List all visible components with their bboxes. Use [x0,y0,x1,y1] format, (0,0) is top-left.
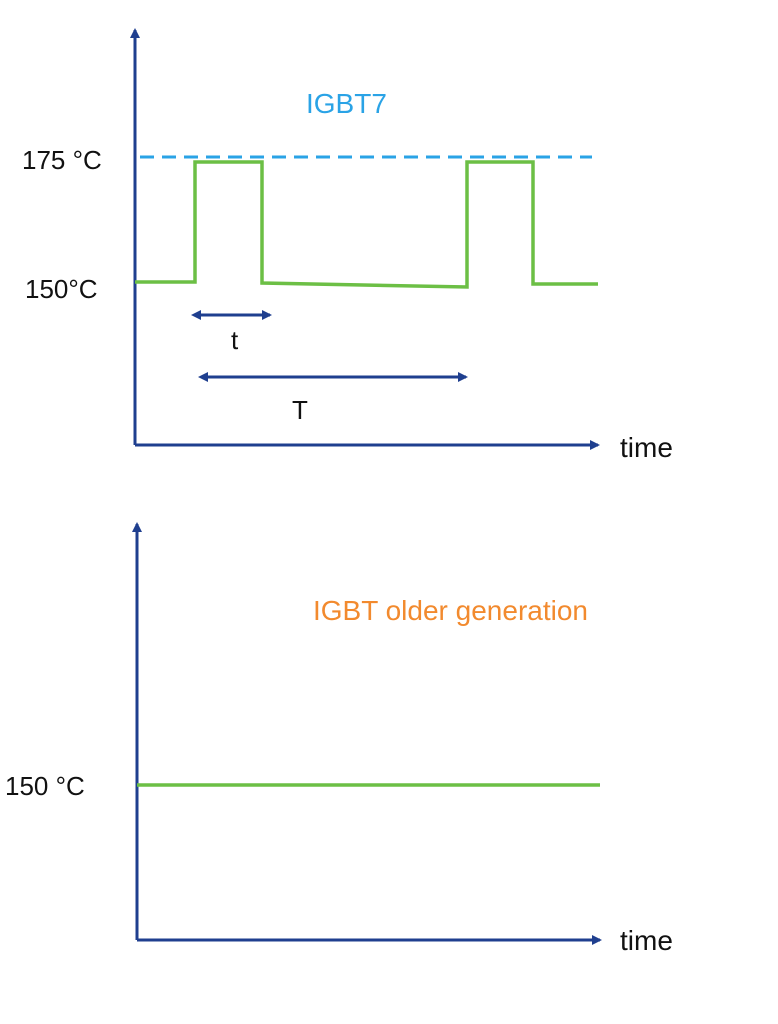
temperature-waveform [135,160,598,289]
x-axis-label: time [620,432,673,463]
y-label-175: 175 °C [22,145,102,175]
older-generation-title: IGBT older generation [313,595,588,626]
igbt7-title: IGBT7 [306,88,387,119]
x-axis-label: time [620,925,673,956]
y-label-150: 150°C [25,274,98,304]
top-panel: time IGBT7 175 °C 150°C t T [22,28,673,463]
period-label: T [292,395,308,425]
pulse-width-label: t [231,325,239,355]
y-label-150: 150 °C [5,771,85,801]
bottom-panel: time IGBT older generation 150 °C [5,522,673,956]
